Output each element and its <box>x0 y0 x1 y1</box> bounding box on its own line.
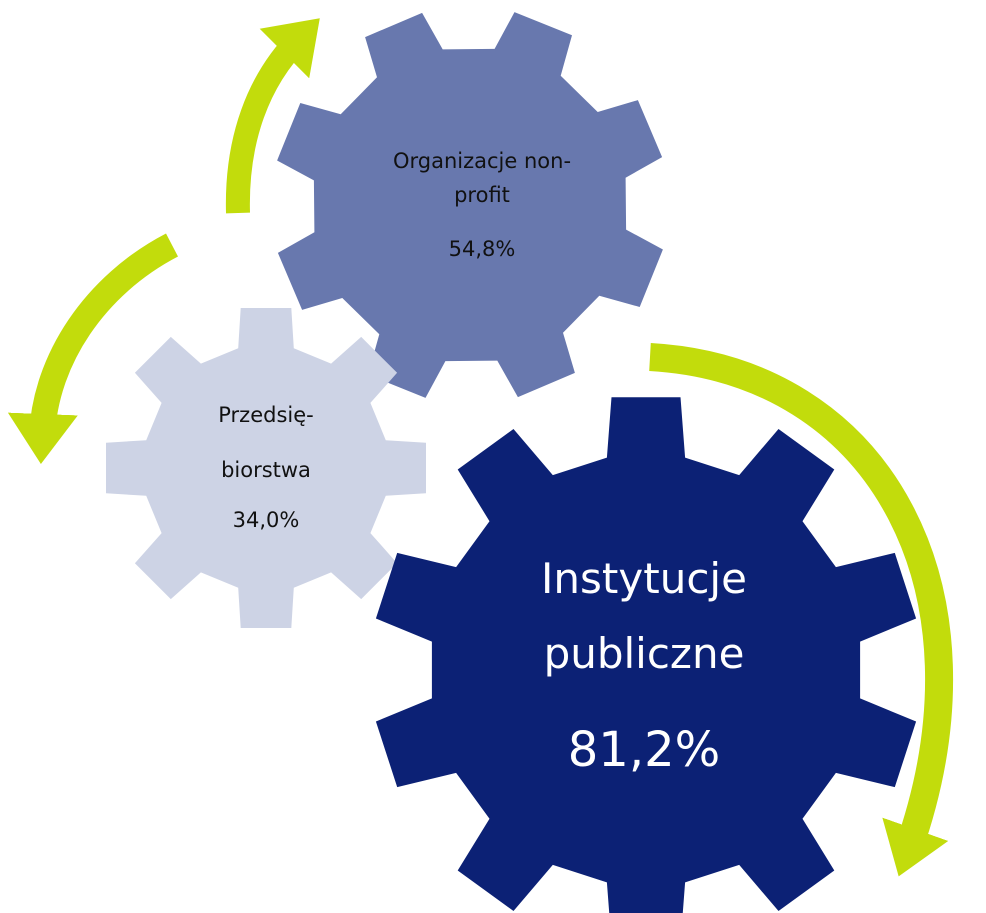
cycle-arrow-left <box>7 233 179 464</box>
gear-enterprises-label-line-1: Przedsię- <box>218 403 313 427</box>
cycle-arrow-top <box>225 18 320 214</box>
gear-nonprofit: Organizacje non- profit 54,8% <box>277 12 663 398</box>
gear-enterprises-shape <box>106 308 426 628</box>
gear-enterprises-percentage: 34,0% <box>233 508 300 532</box>
gear-enterprises-label-line-2: biorstwa <box>221 458 311 482</box>
gear-nonprofit-label-line-2: profit <box>454 183 510 207</box>
gear-public-shape <box>375 397 917 913</box>
gear-nonprofit-label-line-1: Organizacje non- <box>393 149 571 173</box>
cycle-arrow-right <box>649 343 953 877</box>
gear-public-label-line-2: publiczne <box>544 629 745 678</box>
gear-public-label-line-1: Instytucje <box>541 554 747 603</box>
gear-public-percentage: 81,2% <box>568 722 720 778</box>
gear-public: Instytucje publiczne 81,2% <box>375 397 917 913</box>
gear-nonprofit-shape <box>277 12 663 398</box>
gear-nonprofit-percentage: 54,8% <box>449 237 516 261</box>
gear-enterprises: Przedsię- biorstwa 34,0% <box>106 308 426 628</box>
